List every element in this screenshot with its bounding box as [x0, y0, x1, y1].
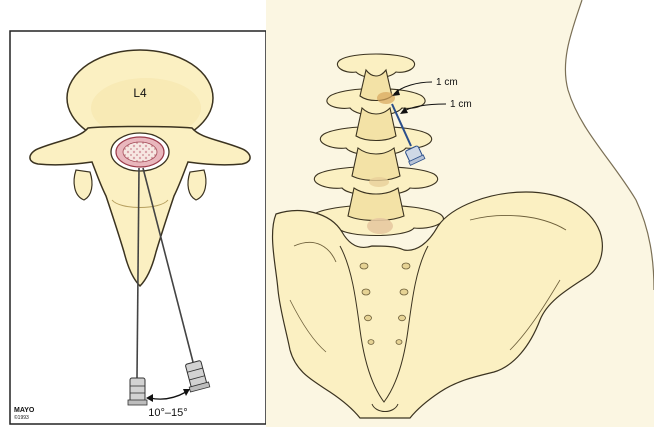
mayo-copyright: ©1993: [14, 414, 29, 421]
mayo-logo-text: MAYO: [14, 407, 35, 414]
vertebra-label: L4: [133, 86, 147, 100]
midline-needle-hub: [130, 378, 145, 402]
right-panel: 1 cm 1 cm: [266, 0, 654, 427]
left-panel: L4 1: [10, 31, 266, 424]
angle-label: 10°–15°: [148, 407, 187, 419]
measure-label-2: 1 cm: [450, 99, 472, 110]
interspace-l4-l5: [369, 177, 389, 187]
cauda-equina: [123, 142, 157, 162]
interspace-target: [377, 92, 395, 104]
interspace-l5-s1: [367, 218, 393, 234]
measure-label-1: 1 cm: [436, 77, 458, 88]
